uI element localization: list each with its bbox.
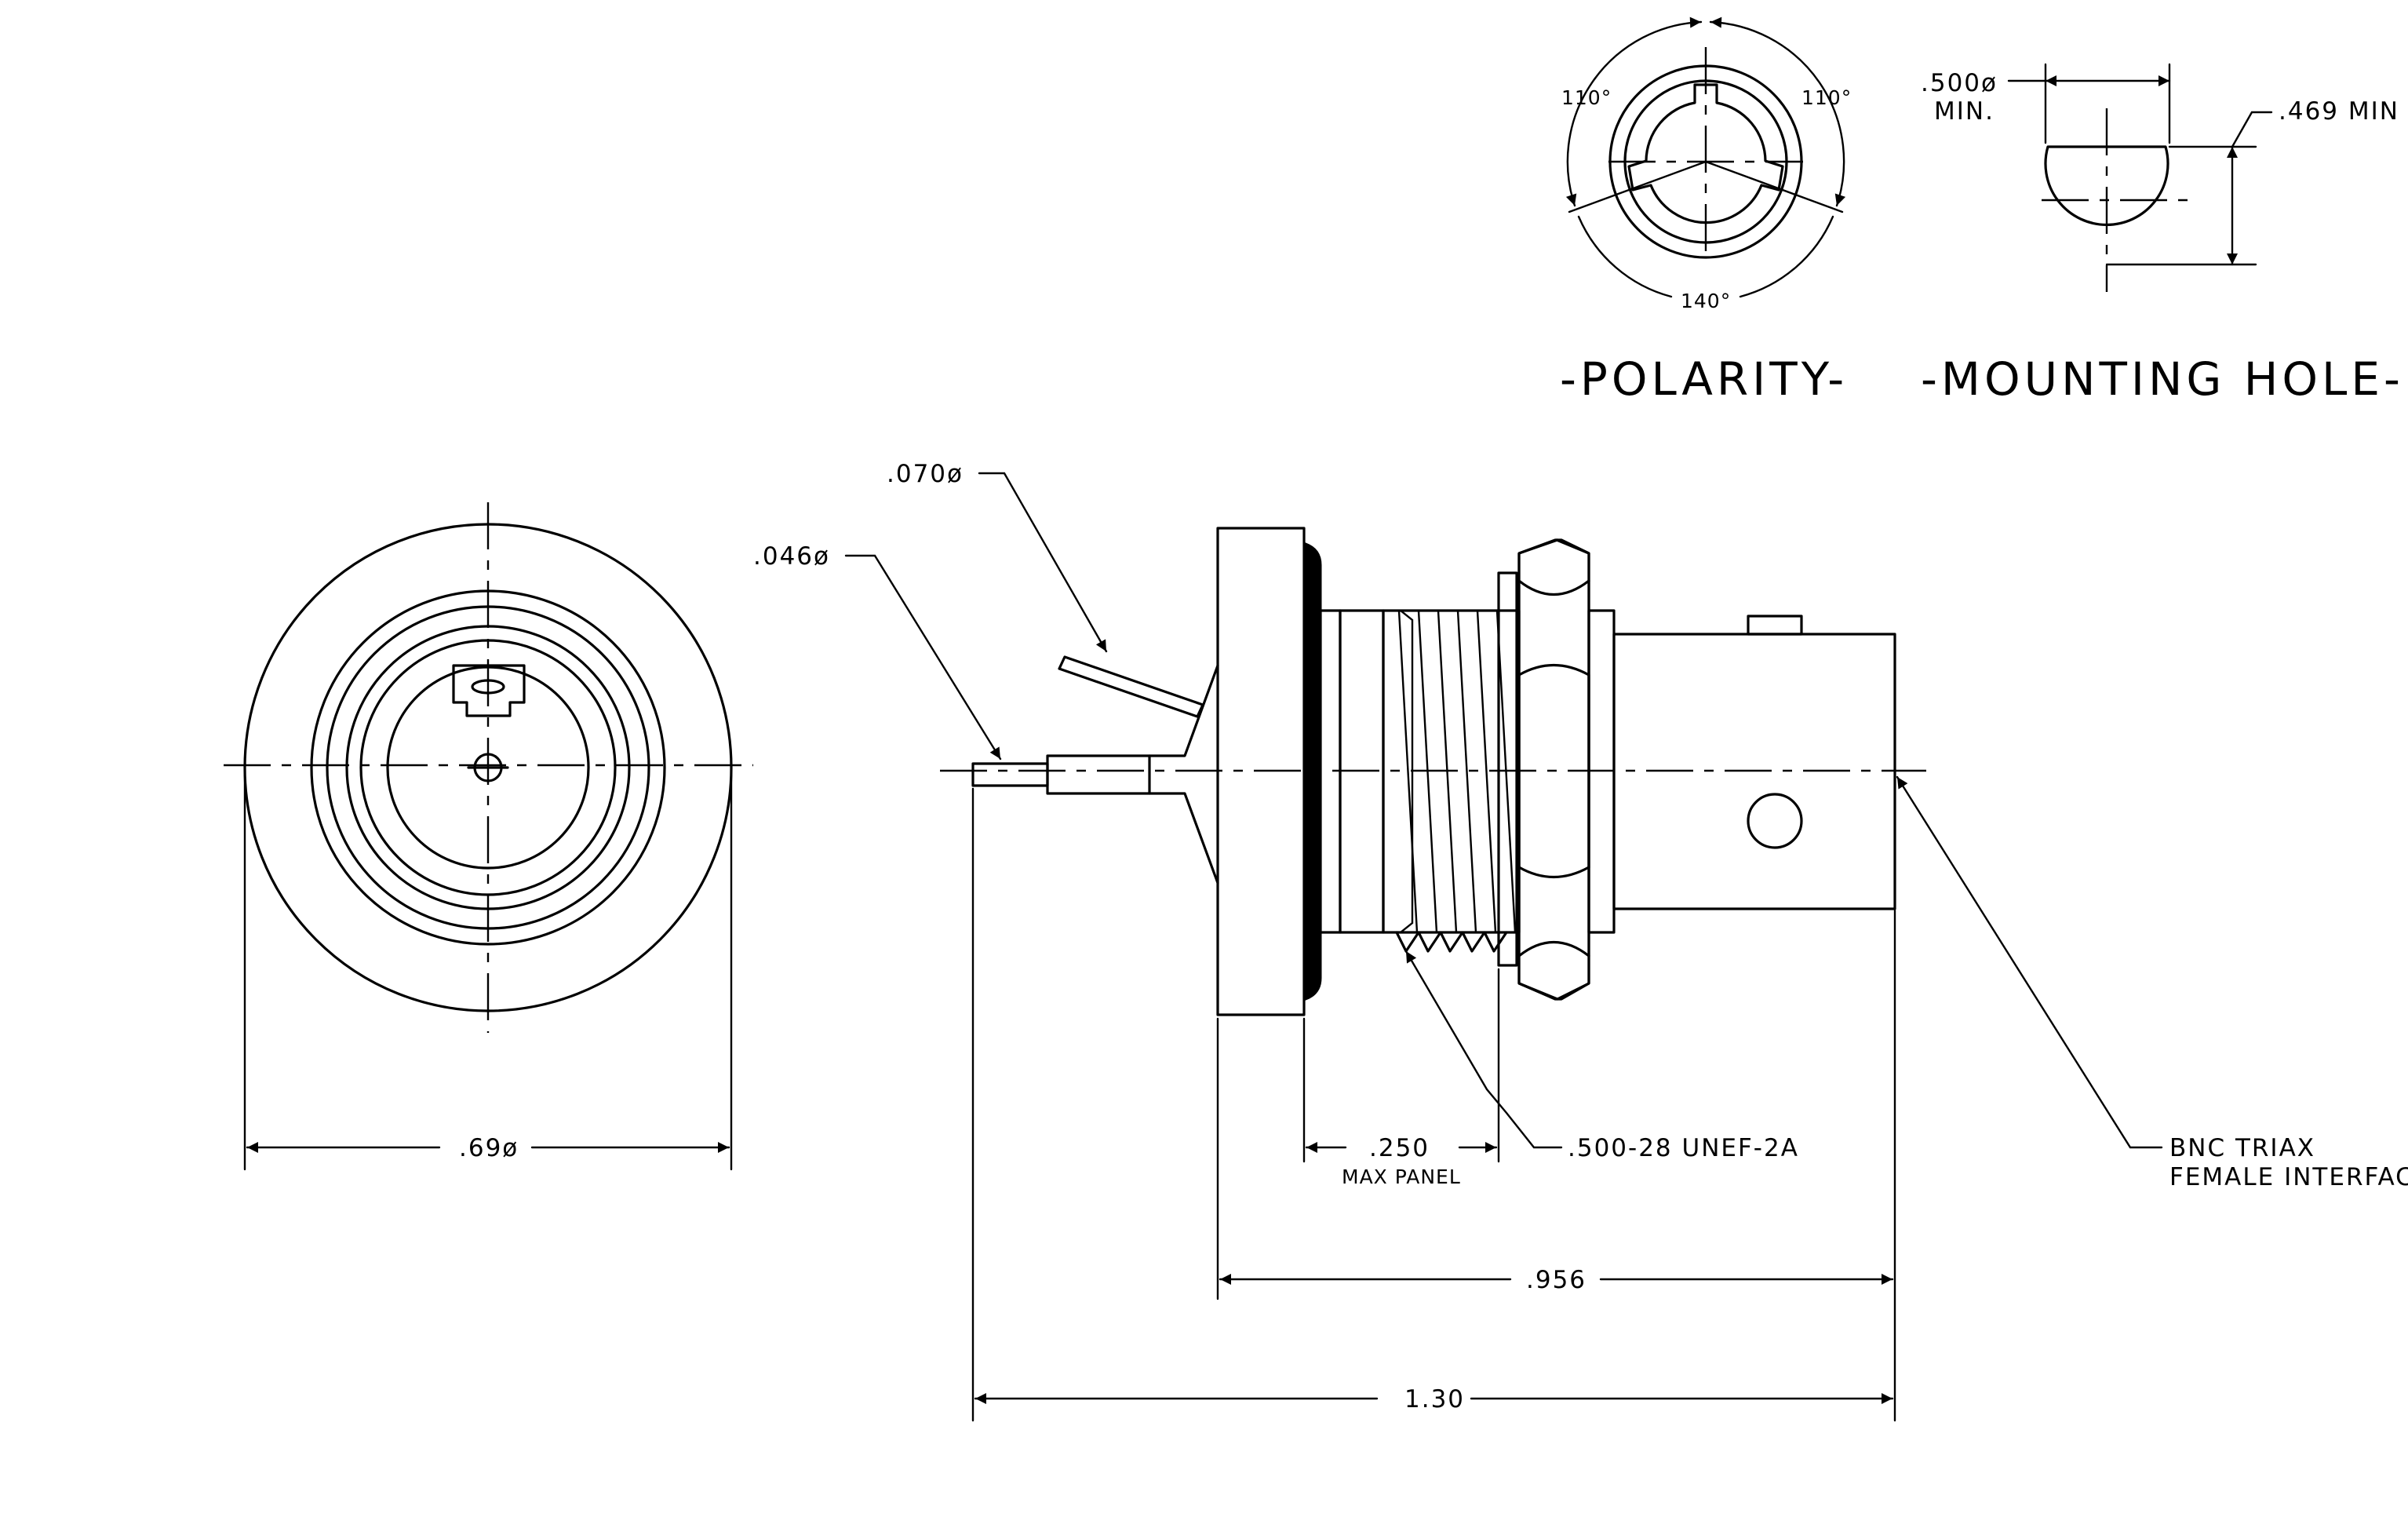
mounting-hole-view: .500ø MIN. .469 MIN -MOUNTING HOLE- — [1921, 63, 2404, 406]
panel-thickness-note: MAX PANEL — [1342, 1165, 1461, 1188]
mounting-hole-diameter: .500ø — [1921, 69, 1998, 97]
pin-large-diameter-label: .070ø — [887, 460, 964, 488]
pin-small-diameter-label: .046ø — [753, 542, 830, 571]
body-length-label: .956 — [1526, 1266, 1587, 1294]
mounting-hole-title: -MOUNTING HOLE- — [1921, 352, 2404, 406]
panel-thickness-label: .250 — [1369, 1134, 1430, 1162]
side-view: .046ø .070ø .250 MAX PANEL .500-28 UNEF-… — [753, 460, 2408, 1422]
interface-label-line1: BNC TRIAX — [2169, 1134, 2315, 1162]
interface-label-line2: FEMALE INTERFACE — [2169, 1163, 2408, 1191]
polarity-angle-right: 110° — [1801, 86, 1852, 109]
mounting-hole-flat: .469 MIN — [2279, 97, 2399, 126]
polarity-angle-bottom: 140° — [1681, 290, 1731, 312]
overall-length-label: 1.30 — [1404, 1385, 1465, 1413]
mounting-hole-diameter-note: MIN. — [1934, 97, 1995, 126]
polarity-angle-left: 110° — [1561, 86, 1612, 109]
front-diameter-label: .69ø — [459, 1134, 519, 1162]
polarity-title: -POLARITY- — [1560, 352, 1848, 406]
front-view: .69ø — [224, 502, 753, 1171]
polarity-view: 110° 110° 140° -POLARITY- — [1560, 16, 1852, 406]
thread-spec-label: .500-28 UNEF-2A — [1568, 1134, 1799, 1162]
